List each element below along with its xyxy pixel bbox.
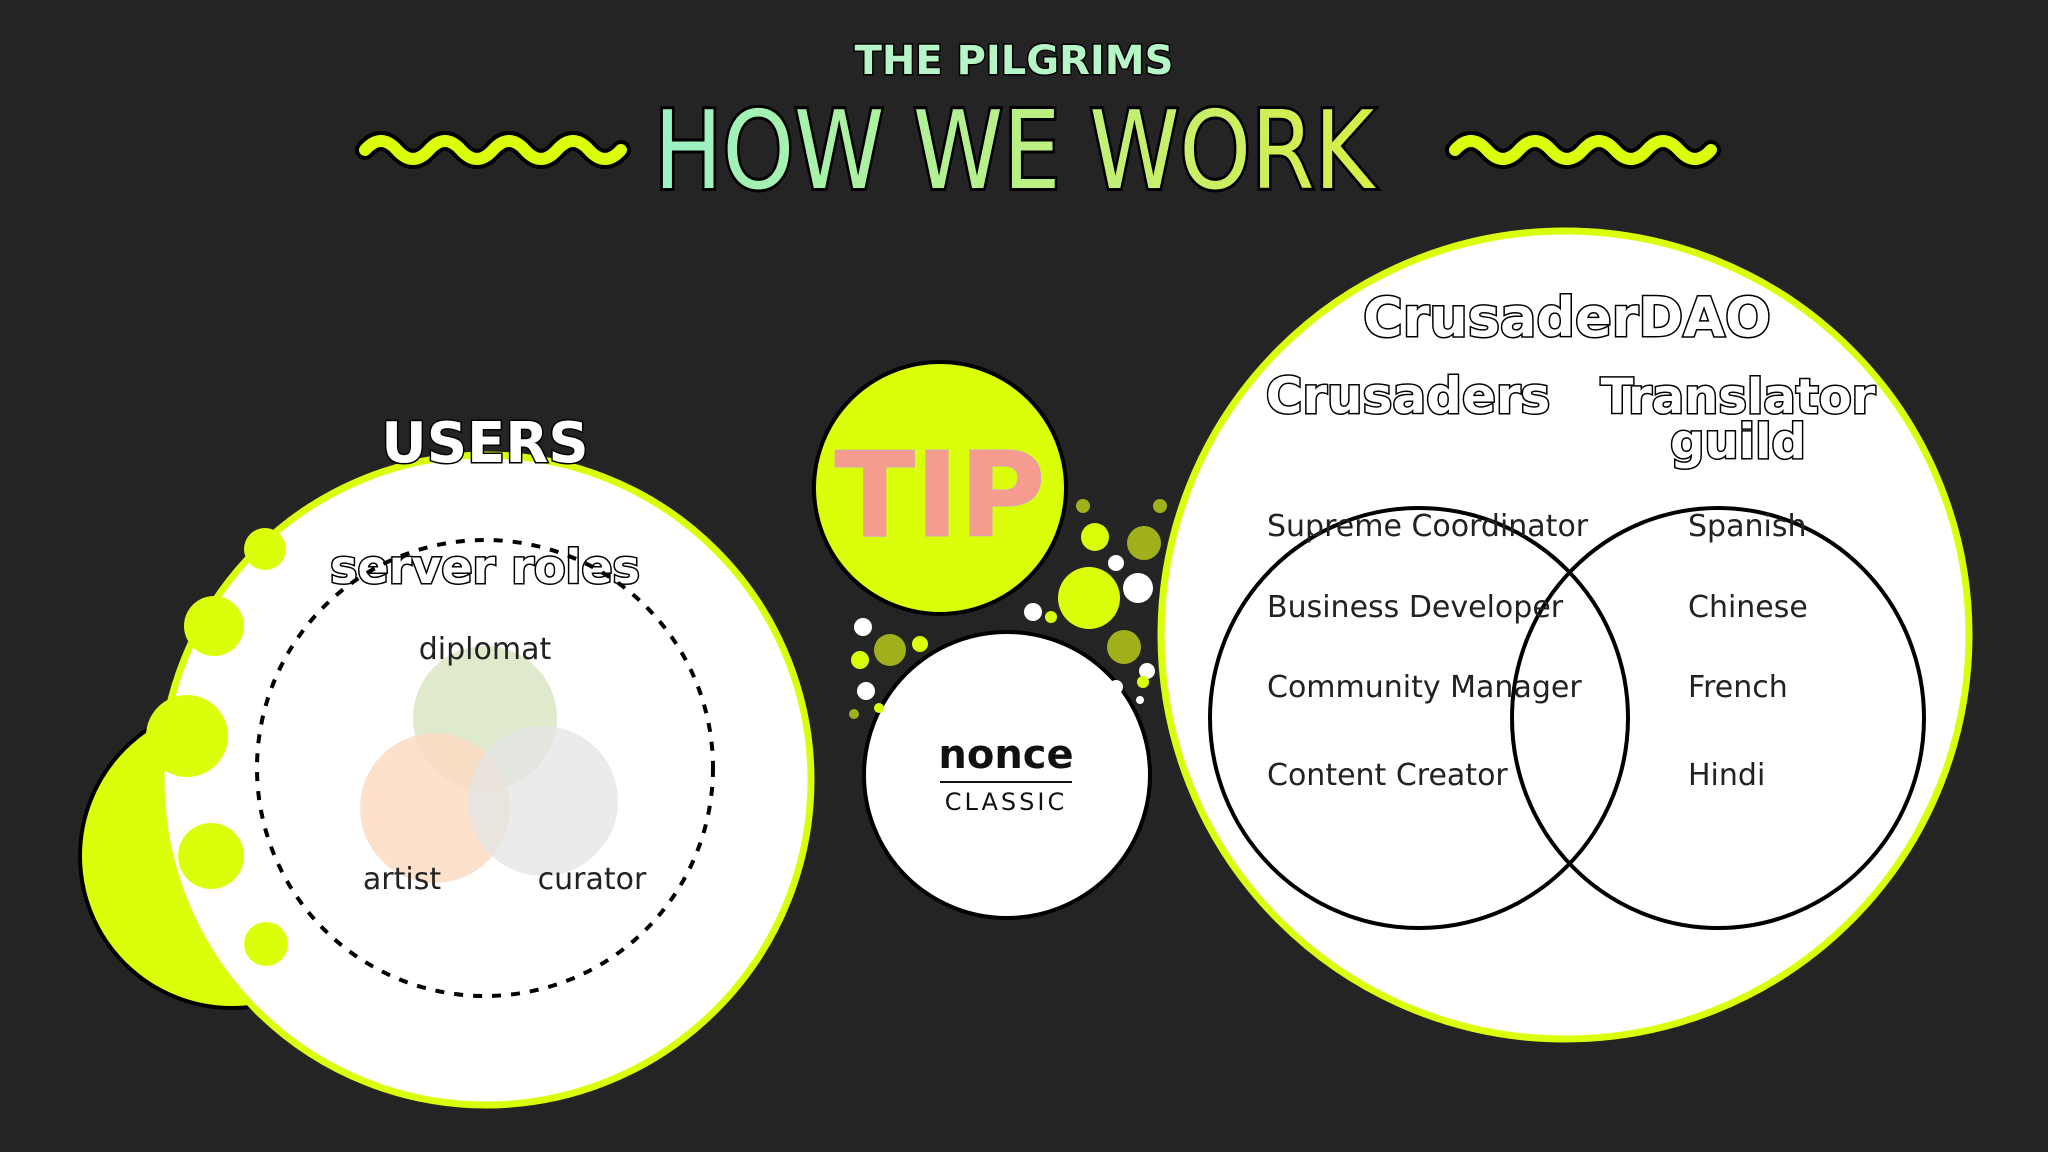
nonce-logo-name: nonce [938,732,1073,778]
translator-guild-ellipse [1510,506,1926,930]
users-side-dot [146,695,228,777]
users-title: USERS [381,411,589,476]
users-side-dot [184,596,244,656]
translator-guild-title-line1: Translator [1601,369,1876,425]
tip-label: TIP [835,426,1046,564]
artist-circle [360,733,510,883]
users-side-dot [244,922,288,966]
decorative-bubbles [849,499,1167,719]
tip-circle [812,360,1068,616]
brand-title: THE PILGRIMS [855,38,1174,84]
translator-guild-title-line2: guild [1670,414,1806,470]
crusaders-ellipse [1208,506,1630,930]
crusaderdao-title: CrusaderDAO [1363,286,1771,349]
role-label-artist: artist [363,862,441,897]
nonce-logo-sub: CLASSIC [945,788,1067,816]
crusaders-title: Crusaders [1266,367,1551,425]
crusader-role-item: Content Creator [1267,758,1508,793]
crusader-role-item: Community Manager [1267,670,1582,705]
crusader-role-item: Supreme Coordinator [1267,509,1589,544]
crusader-role-item: Business Developer [1267,590,1564,625]
translator-language-item: Hindi [1688,758,1765,793]
translator-language-item: French [1688,670,1788,705]
curator-circle [468,726,618,876]
users-side-dot [178,823,244,889]
translator-language-item: Spanish [1688,509,1806,544]
role-label-diplomat: diplomat [419,632,552,667]
nonce-circle [862,630,1152,920]
translator-language-item: Chinese [1688,590,1808,625]
role-label-curator: curator [538,862,647,897]
page-title: HOW WE WORK [654,89,1377,214]
users-side-dot [244,528,286,570]
server-roles-dashed-circle [255,538,715,998]
crusaderdao-circle [1157,227,1973,1043]
